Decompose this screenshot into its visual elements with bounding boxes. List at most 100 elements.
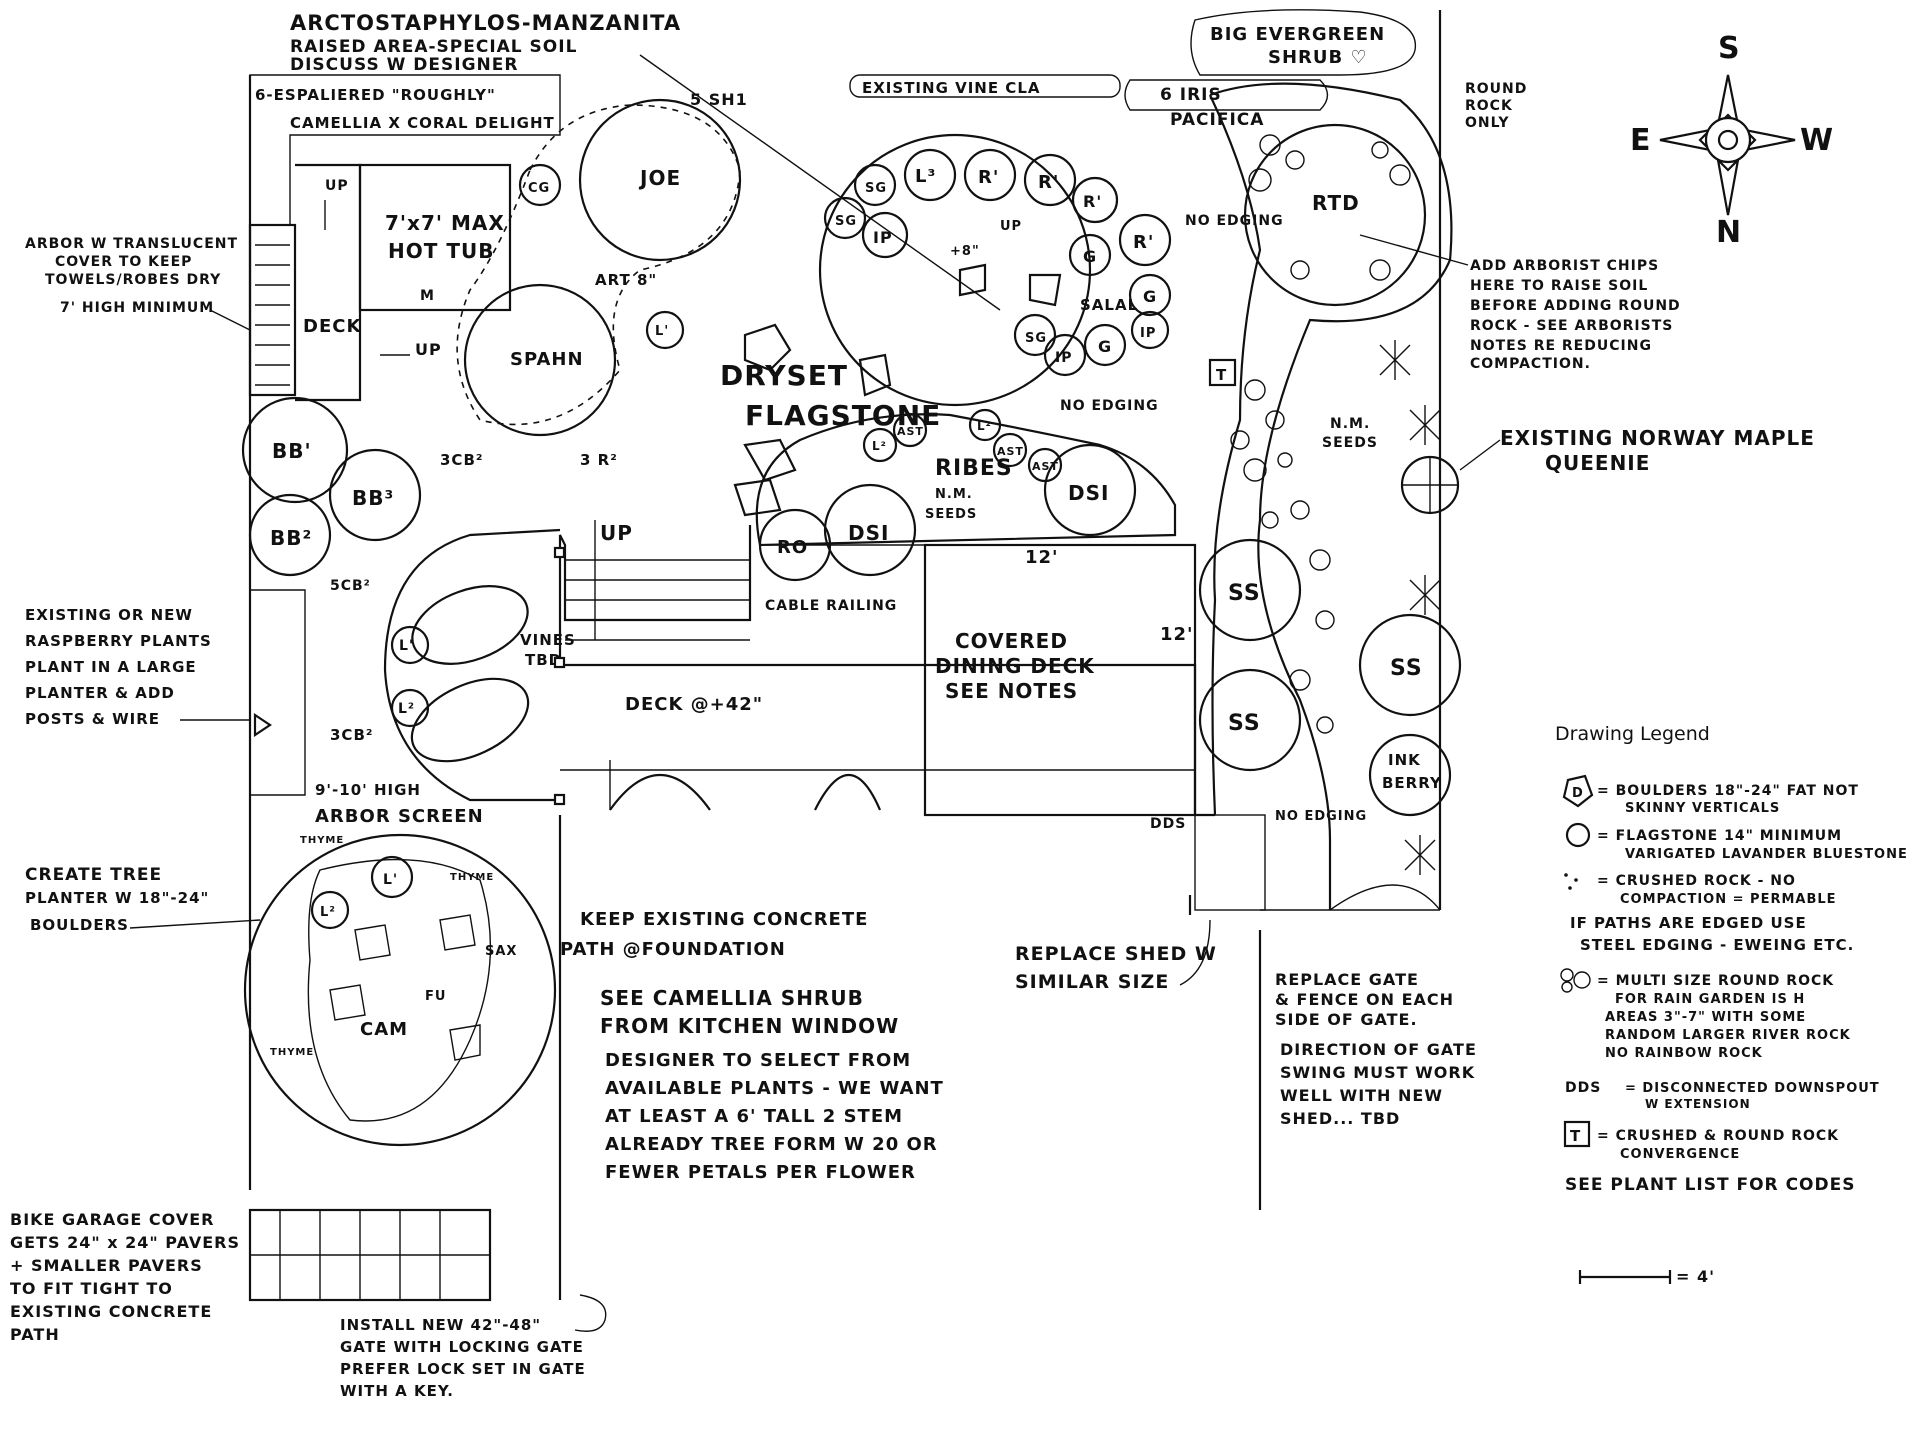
legend-crushed-1: = CRUSHED ROCK - NO <box>1597 873 1796 889</box>
arborist-note-3: BEFORE ADDING ROUND <box>1470 298 1681 314</box>
designer-note-5: FEWER PETALS PER FLOWER <box>605 1162 916 1183</box>
compass-north-label: N <box>1716 215 1742 250</box>
gate-note-7: SHED... TBD <box>1280 1109 1400 1128</box>
arborist-note-2: HERE TO RAISE SOIL <box>1470 278 1648 294</box>
arborist-note-5: NOTES RE REDUCING <box>1470 338 1652 354</box>
raspberry-note-2: RASPBERRY PLANTS <box>25 632 212 650</box>
gate-note-5: SWING MUST WORK <box>1280 1063 1475 1082</box>
bike-pavers <box>248 1208 492 1302</box>
gate-note-2: & FENCE ON EACH <box>1275 990 1454 1009</box>
legend-t-mark: T <box>1570 1127 1581 1145</box>
shed-note-2: SIMILAR SIZE <box>1015 971 1169 993</box>
tree-note-1: CREATE TREE <box>25 865 162 885</box>
cam-label: CAM <box>360 1019 408 1040</box>
install-note-4: WITH A KEY. <box>340 1382 454 1400</box>
bike-note-2: GETS 24" x 24" PAVERS <box>10 1233 240 1252</box>
up-label-4: UP <box>1000 219 1022 234</box>
cable-label: CABLE RAILING <box>765 598 897 614</box>
round-rock-label-1: ROUND <box>1465 81 1527 97</box>
no-edging-3: NO EDGING <box>1275 809 1367 824</box>
hottub-label: HOT TUB <box>388 239 494 263</box>
thyme-label-1: THYME <box>300 835 344 846</box>
deck42-label: DECK @+42" <box>625 694 763 715</box>
arbor-note-2: COVER TO KEEP <box>55 254 192 270</box>
compass-south-label: S <box>1718 31 1741 66</box>
existing-vine-label: EXISTING VINE CLA <box>862 79 1040 97</box>
sax-label: SAX <box>485 944 517 959</box>
cb-label-2: 5CB² <box>330 578 371 594</box>
l1-label-a: L' <box>655 324 669 339</box>
gate-note-4: DIRECTION OF GATE <box>1280 1040 1477 1059</box>
arbor-deck: 7'x7' MAX HOT TUB M DECK UP UP <box>248 163 512 402</box>
bb3-label: BB³ <box>352 486 394 510</box>
ss-label-1: SS <box>1228 581 1261 606</box>
legend-see-plant: SEE PLANT LIST FOR CODES <box>1565 1175 1855 1195</box>
ast-label-1: AST <box>897 425 924 438</box>
r-label-1: R' <box>978 167 999 188</box>
gate-note-3: SIDE OF GATE. <box>1275 1010 1418 1029</box>
ribes-label: RIBES <box>935 456 1013 481</box>
ip-label-3: IP <box>1140 326 1156 341</box>
legend-t-1: = CRUSHED & ROUND ROCK <box>1597 1128 1839 1144</box>
camellia-label: CAMELLIA X CORAL DELIGHT <box>290 114 555 132</box>
arcto-label: ARCTOSTAPHYLOS-MANZANITA <box>290 11 681 35</box>
legend-dds-1: = DISCONNECTED DOWNSPOUT <box>1625 1081 1880 1096</box>
legend-scale: = 4' <box>1676 1267 1715 1286</box>
tree-note-2: PLANTER W 18"-24" <box>25 889 209 907</box>
iris-label: 6 IRIS <box>1160 85 1222 105</box>
legend-t-2: CONVERGENCE <box>1620 1147 1740 1162</box>
ribes-nm-label: N.M. <box>935 487 973 502</box>
sg-label-3: SG <box>1025 331 1047 346</box>
r-label-4: R' <box>1133 232 1154 253</box>
raspberry-planter <box>250 589 306 796</box>
dryset-label: DRYSET <box>720 359 848 392</box>
central-bed: SG SG IP L³ R' R' R' R' G G G SG IP IP S… <box>818 133 1172 407</box>
sg-label-1: SG <box>865 181 887 196</box>
arbor-screen-label: ARBOR SCREEN <box>315 806 484 827</box>
vines-label: VINES <box>520 631 576 649</box>
legend-edged-1: IF PATHS ARE EDGED USE <box>1570 914 1807 932</box>
nm-seeds-label-2: SEEDS <box>1322 435 1378 451</box>
tbd-label: TBD <box>525 651 562 669</box>
salal-label: SALAL <box>1080 296 1138 314</box>
ss-label-3: SS <box>1390 656 1423 681</box>
legend-multi-3: AREAS 3"-7" WITH SOME <box>1605 1010 1806 1025</box>
cb-label-3: 3CB² <box>330 726 373 744</box>
arbor-screen-height: 9'-10' HIGH <box>315 781 421 799</box>
keep-note-2: PATH @FOUNDATION <box>560 939 786 960</box>
evergreen-label-2: SHRUB ♡ <box>1268 47 1368 68</box>
flagstones <box>733 323 892 517</box>
hottub-m-label: M <box>420 288 435 304</box>
dim-12-side: 12' <box>1160 624 1194 645</box>
legend-multi-1: = MULTI SIZE ROUND ROCK <box>1597 973 1834 989</box>
bike-note-5: EXISTING CONCRETE <box>10 1302 212 1321</box>
ribes-area: RO DSI DSI RIBES N.M. SEEDS AST AST AST … <box>755 408 1177 614</box>
gate-note-1: REPLACE GATE <box>1275 970 1419 989</box>
steps: UP <box>565 520 750 641</box>
norway-label-2: QUEENIE <box>1545 451 1650 475</box>
thyme-label-2: THYME <box>450 872 494 883</box>
bike-note-6: PATH <box>10 1325 60 1344</box>
r-label-2: R' <box>1038 172 1059 193</box>
l2-label-d: L² <box>977 419 992 433</box>
cb-label-1: 3CB² <box>440 451 483 469</box>
legend-multi-2: FOR RAIN GARDEN IS H <box>1615 992 1805 1007</box>
rain-garden: RTD SS SS SS INK BERRY N.M. SEEDS NO EDG… <box>1150 82 1462 910</box>
covered-label-2: DINING DECK <box>935 654 1095 678</box>
manzanita-area: JOE SPAHN CG L' ART 8" 5 SH1 3CB² 3 R² <box>440 90 748 469</box>
bike-note-3: + SMALLER PAVERS <box>10 1256 203 1275</box>
designer-note-3: AT LEAST A 6' TALL 2 STEM <box>605 1106 903 1127</box>
raspberry-note-3: PLANT IN A LARGE <box>25 658 197 676</box>
ast-label-2: AST <box>997 445 1024 458</box>
dsi-label-2: DSI <box>1068 481 1109 505</box>
legend-crushed-2: COMPACTION = PERMABLE <box>1620 892 1837 907</box>
covered-label-1: COVERED <box>955 629 1068 653</box>
no-edging-1: NO EDGING <box>1185 213 1284 229</box>
deck-label: DECK <box>303 316 361 337</box>
round-rock-label-3: ONLY <box>1465 115 1510 131</box>
legend-dds-2: W EXTENSION <box>1645 1097 1751 1111</box>
legend-edged-2: STEEL EDGING - EWEING ETC. <box>1580 936 1854 954</box>
blueberry-group: BB' BB² BB³ 5CB² <box>241 396 422 594</box>
legend-dds-code: DDS <box>1565 1080 1601 1096</box>
sh1-label: 5 SH1 <box>690 90 748 109</box>
